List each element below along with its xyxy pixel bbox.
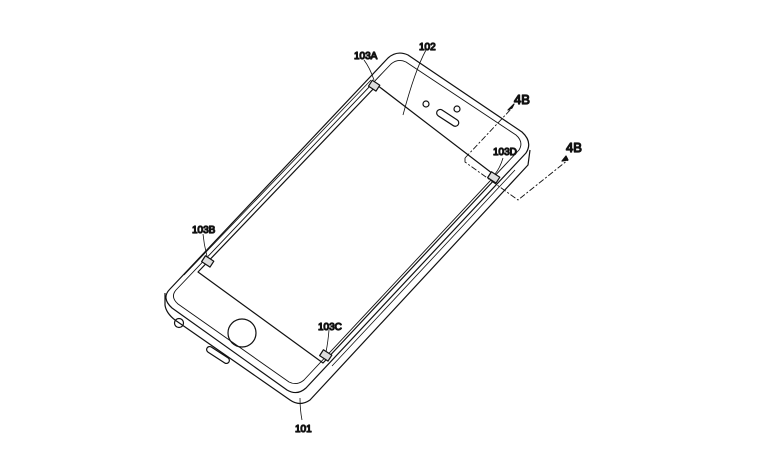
phone-bezel [173, 59, 522, 385]
phone-side [164, 149, 531, 405]
sensor [453, 105, 461, 113]
clip-103c [319, 349, 333, 362]
front-camera [422, 100, 430, 108]
label-101: 101 [295, 424, 312, 435]
phone-outer-face [165, 52, 530, 394]
clip-103b [201, 255, 215, 268]
section-line-4b [464, 107, 569, 201]
leader-lines [202, 49, 504, 421]
label-103b: 103B [192, 225, 216, 236]
earpiece-speaker [436, 108, 460, 127]
label-103a: 103A [354, 51, 378, 62]
home-button [227, 318, 257, 348]
frame-rail [183, 79, 516, 367]
section-arrow-bottom [561, 155, 569, 162]
label-103c: 103C [318, 322, 342, 333]
section-arrow-top [507, 103, 515, 111]
label-4b-top: 4B [514, 92, 530, 107]
label-102: 102 [419, 42, 436, 53]
label-103d: 103D [493, 147, 517, 158]
clip-103a [367, 79, 381, 92]
clip-103d [487, 171, 501, 184]
label-4b-bottom: 4B [566, 140, 582, 155]
display-panel [197, 84, 498, 364]
headphone-jack [173, 317, 185, 329]
lightning-port [206, 345, 230, 365]
